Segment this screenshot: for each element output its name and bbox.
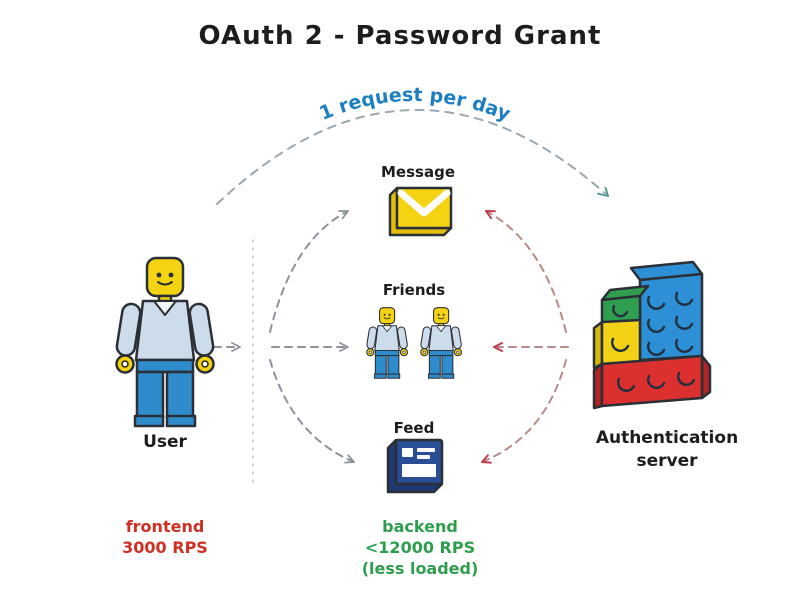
- page-title: OAuth 2 - Password Grant: [199, 21, 602, 51]
- feed-icon: [386, 438, 444, 494]
- arrow-to-message: [269, 210, 349, 333]
- user-minifig-icon: [114, 256, 216, 428]
- friends-minifigs-icon: [365, 307, 463, 379]
- message-envelope-icon: [388, 186, 453, 237]
- auth-server-label-line1: Authentication: [596, 428, 738, 448]
- backend-metric: backend <12000 RPS (less loaded): [362, 517, 479, 578]
- arrow-to-feed: [269, 359, 355, 464]
- arrow-auth-to-message: [485, 210, 567, 333]
- message-label: Message: [381, 163, 455, 181]
- user-label: User: [143, 432, 187, 452]
- backend-metric-line3: (less loaded): [362, 559, 479, 578]
- feed-label: Feed: [394, 419, 435, 437]
- backend-metric-line1: backend: [382, 517, 458, 536]
- frontend-metric-line1: frontend: [126, 517, 205, 536]
- arrow-auth-to-feed: [481, 359, 567, 464]
- auth-server-label-line2: server: [636, 451, 698, 471]
- backend-metric-line2: <12000 RPS: [365, 538, 475, 557]
- frontend-metric-line2: 3000 RPS: [122, 538, 208, 557]
- request-per-day-label: 1 request per day: [316, 84, 514, 126]
- auth-server-bricks-icon: [592, 260, 712, 410]
- friends-label: Friends: [383, 281, 445, 299]
- frontend-metric: frontend 3000 RPS: [122, 517, 208, 557]
